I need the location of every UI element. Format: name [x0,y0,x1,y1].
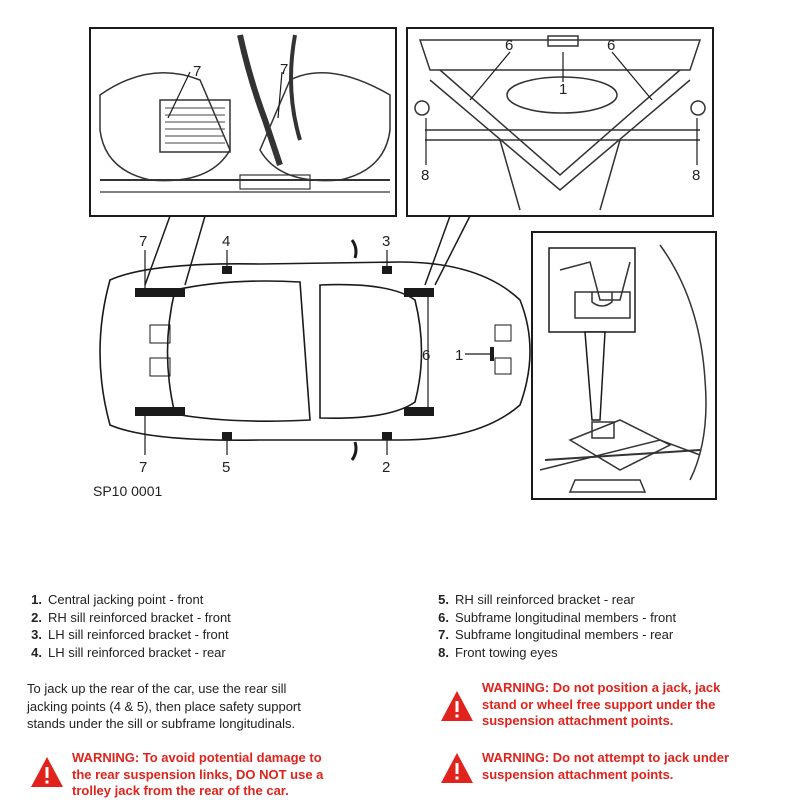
legend-left: 1.Central jacking point - front 2.RH sil… [20,591,231,661]
legend-item: 2.RH sill reinforced bracket - front [31,609,231,625]
legend-item: 3.LH sill reinforced bracket - front [31,627,229,642]
callout-top-7: 7 [139,233,147,250]
inset-rear-underbody: 7 7 [89,27,397,217]
legend-item: 4.LH sill reinforced bracket - rear [31,644,226,660]
inset-jack-detail [531,231,717,500]
warning-trolley-jack: WARNING: To avoid potential damage to th… [30,750,323,800]
legend-right: 5.RH sill reinforced bracket - rear 6.Su… [427,591,676,661]
jacking-points-diagram: 7 7 6 6 1 8 8 [89,27,717,500]
callout-inset-right-6b: 6 [607,37,615,54]
warning-icon [441,691,473,721]
callout-bottom-5: 5 [222,459,230,476]
callout-inset-right-8a: 8 [421,167,429,184]
legend-item: 7.Subframe longitudinal members - rear [438,627,674,642]
callout-inset-left-7b: 7 [280,61,288,78]
warning-suspension-attachment: WARNING: Do not position a jack, jack st… [440,680,720,730]
callout-bottom-2: 2 [382,459,390,476]
callout-bottom-7: 7 [139,459,147,476]
legend-item: 5.RH sill reinforced bracket - rear [438,592,635,607]
car-top-view [99,239,531,461]
figure-caption: SP10 0001 [93,483,162,499]
warning-icon [31,757,63,787]
callout-mid-1: 1 [455,347,463,364]
callout-top-3: 3 [382,233,390,250]
callout-inset-right-6a: 6 [505,37,513,54]
inset-front-underbody: 6 6 1 8 8 [406,27,714,217]
callout-inset-right-8b: 8 [692,167,700,184]
legend-item: 8.Front towing eyes [438,644,558,660]
warning-jack-under-attachment: WARNING: Do not attempt to jack under su… [440,750,729,784]
callout-inset-right-1: 1 [559,81,567,98]
instruction-paragraph: To jack up the rear of the car, use the … [27,681,301,731]
jacking-point-markers [135,266,494,440]
callout-top-4: 4 [222,233,230,250]
callout-inset-left-7a: 7 [193,63,201,80]
legend-item: 1.Central jacking point - front [31,592,204,607]
warning-icon [441,753,473,783]
legend-item: 6.Subframe longitudinal members - front [438,609,677,625]
callout-mid-6: 6 [422,347,430,364]
